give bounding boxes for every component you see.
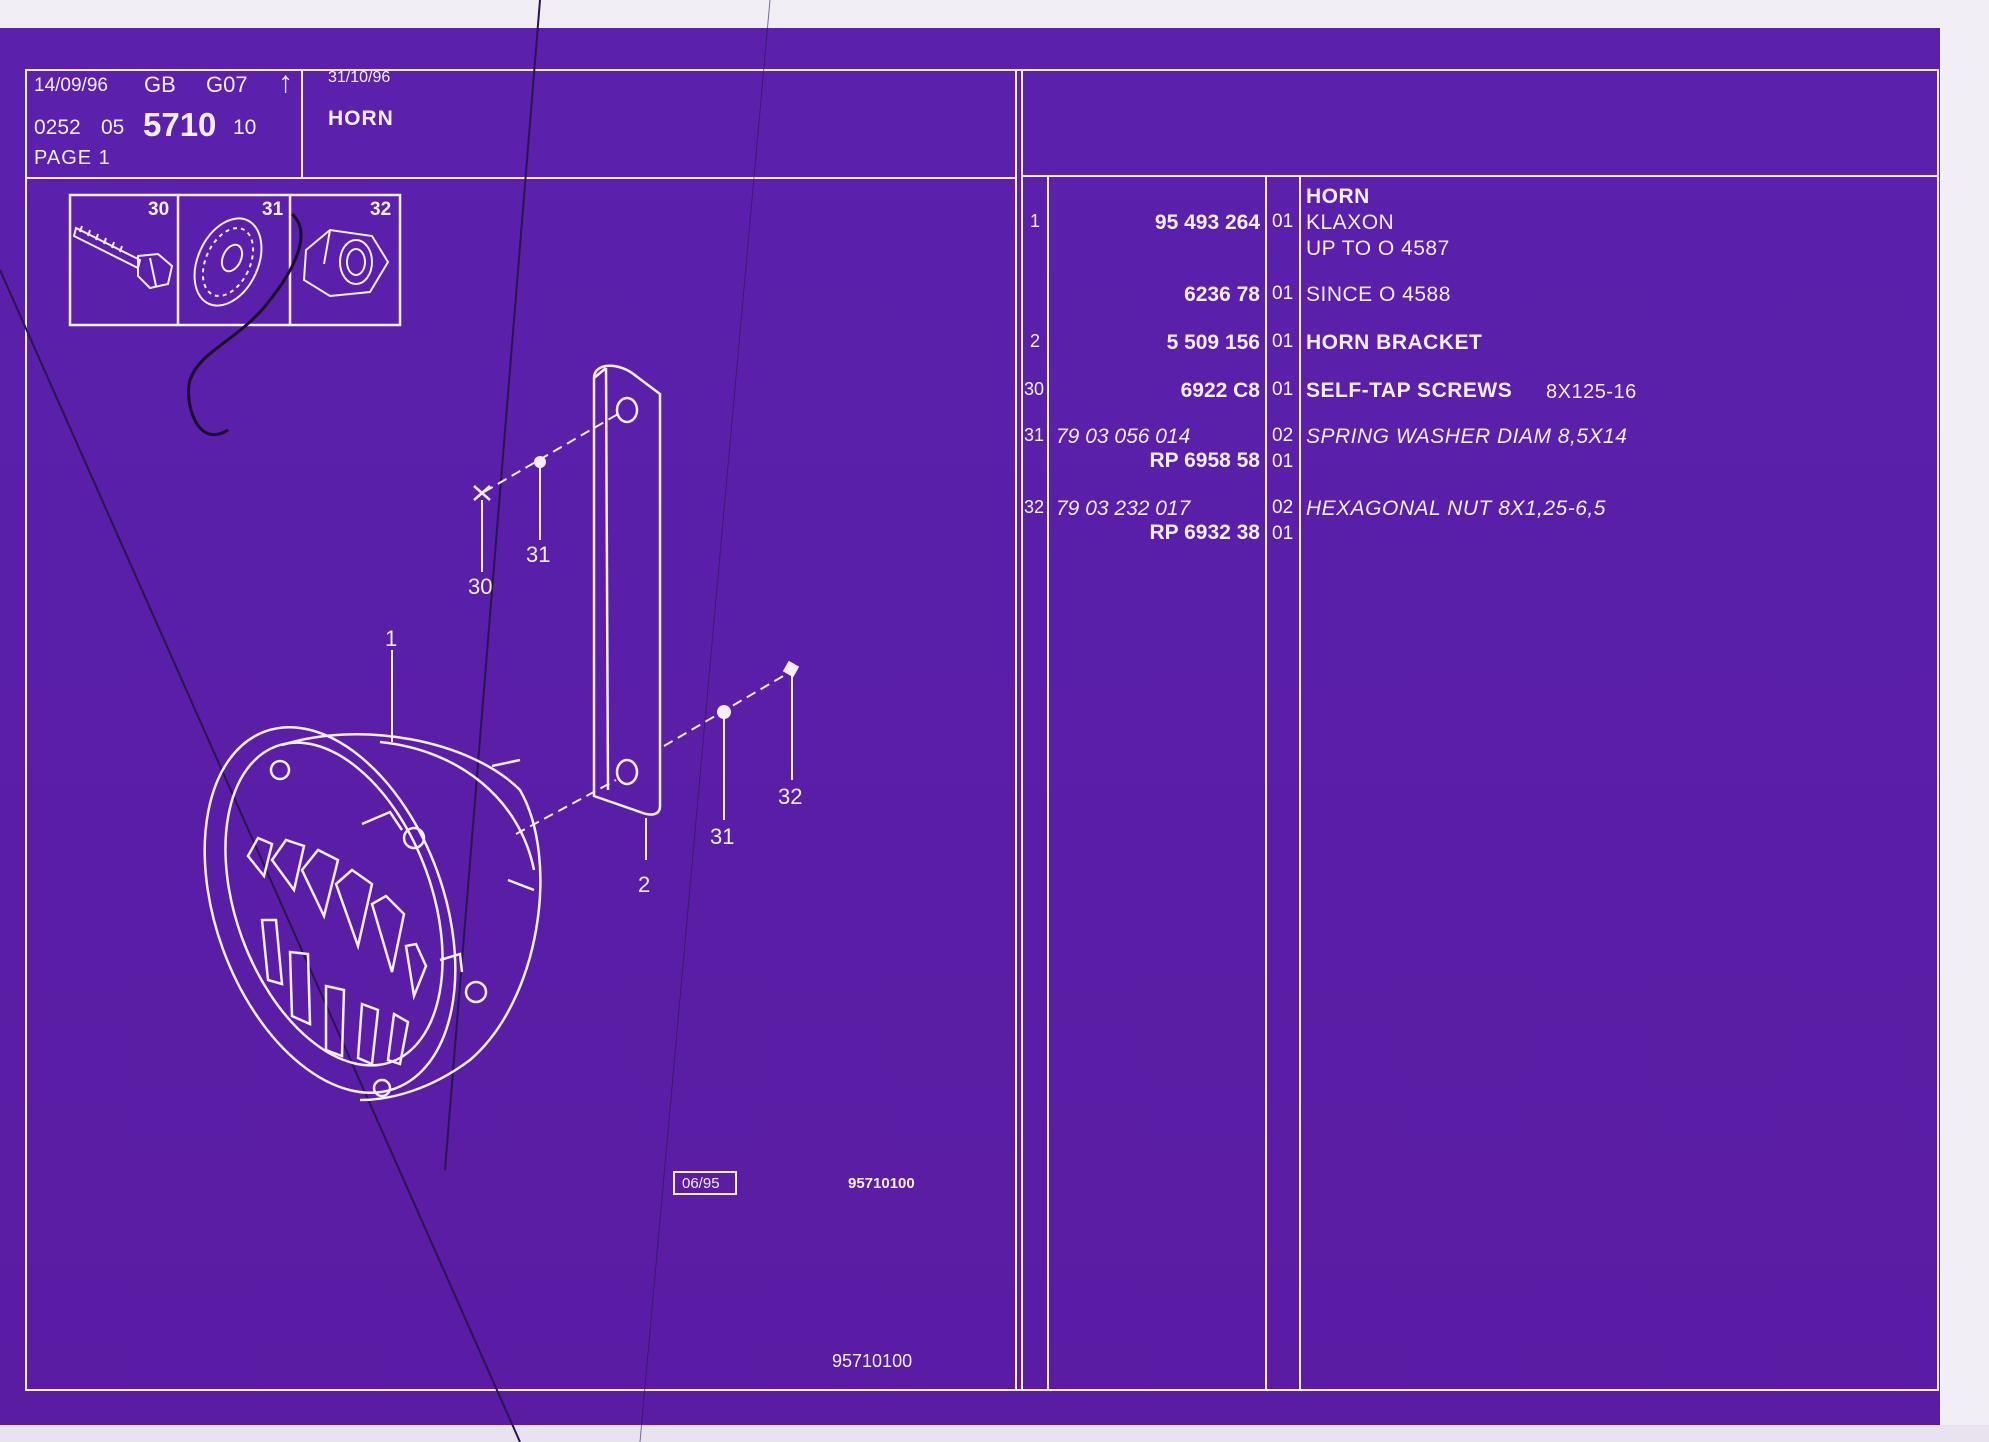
part-reference: 95 493 264: [1154, 211, 1260, 234]
part-reference: 6922 C8: [1180, 379, 1260, 402]
part-position: 32: [1024, 497, 1045, 517]
callout-30: 30: [468, 574, 493, 599]
part-reference: 5 509 156: [1166, 331, 1260, 354]
part-description: SPRING WASHER DIAM 8,5X14: [1306, 425, 1628, 448]
screw-marker: [473, 485, 491, 501]
hardware-box-number: 31: [262, 199, 284, 220]
callout-2: 2: [638, 872, 651, 897]
page-title: HORN: [328, 107, 394, 130]
part-position: 30: [1024, 379, 1045, 399]
part-description-line: UP TO O 4587: [1306, 237, 1450, 260]
part-quantity: 01: [1272, 379, 1294, 400]
fastener-markers: [534, 456, 800, 719]
callout-32: 32: [778, 784, 803, 809]
revision-box: [673, 1171, 737, 1195]
part-reference: 79 03 232 017: [1056, 497, 1191, 520]
hardware-boxes: [68, 193, 402, 327]
header-page: PAGE 1: [34, 147, 111, 169]
part-description: HORN BRACKET: [1306, 331, 1483, 354]
header-ref-prefix: 0252: [34, 116, 81, 139]
part-quantity: 01: [1272, 211, 1294, 232]
scan-margin-bottom: [0, 1425, 1989, 1442]
part-reference: 79 03 056 014: [1056, 425, 1191, 448]
part-quantity: 01: [1272, 331, 1294, 352]
part-quantity: 02: [1272, 425, 1294, 446]
screw-icon: [72, 225, 174, 290]
part-position: 2: [1030, 331, 1041, 351]
part-alt-quantity: 01: [1272, 451, 1294, 472]
part-position: 31: [1024, 425, 1045, 445]
part-alt-reference: RP 6932 38: [1149, 521, 1260, 544]
scan-margin-top: [0, 0, 1989, 28]
part-description: SELF-TAP SCREWS: [1306, 379, 1513, 402]
part-reference: 6236 78: [1184, 283, 1260, 306]
callout-1: 1: [385, 626, 398, 651]
header-ref-suffix: 10: [233, 116, 257, 139]
hex-nut-icon: [302, 228, 390, 298]
part-description: HEXAGONAL NUT 8X1,25-6,5: [1306, 497, 1606, 520]
part-description: HORN: [1306, 185, 1370, 208]
header-language: GB: [144, 72, 176, 97]
leader-lines: [391, 468, 793, 860]
horn-bracket-drawing: [592, 364, 662, 816]
revision-code: 06/95: [682, 1175, 720, 1192]
drawing-number: 95710100: [848, 1175, 915, 1192]
part-description-spec: 8X125-16: [1546, 381, 1637, 403]
header-ref-main: 5710: [143, 106, 217, 143]
part-description-line: KLAXON: [1306, 211, 1395, 234]
part-description-line: SINCE O 4588: [1306, 283, 1451, 306]
part-quantity: 02: [1272, 497, 1294, 518]
pen-mark: [187, 212, 303, 437]
scan-margin-right: [1940, 0, 1989, 1442]
serrated-washer-icon: [193, 217, 263, 307]
header-ref-sub: 05: [101, 116, 125, 139]
part-quantity: 01: [1272, 283, 1294, 304]
callout-31: 31: [526, 542, 551, 567]
horn-drawing: [203, 726, 542, 1102]
part-position: 1: [1030, 211, 1041, 231]
hardware-box-number: 30: [148, 199, 170, 220]
part-alt-reference: RP 6958 58: [1149, 449, 1260, 472]
hardware-box-number: 32: [370, 199, 392, 220]
callout-31: 31: [710, 824, 735, 849]
sheet-number: 95710100: [832, 1351, 913, 1371]
header-update-date: 31/10/96: [328, 69, 391, 86]
header-date: 14/09/96: [34, 75, 108, 96]
up-arrow-icon: ↑: [278, 66, 293, 99]
header-group: G07: [206, 72, 248, 97]
part-alt-quantity: 01: [1272, 523, 1294, 544]
